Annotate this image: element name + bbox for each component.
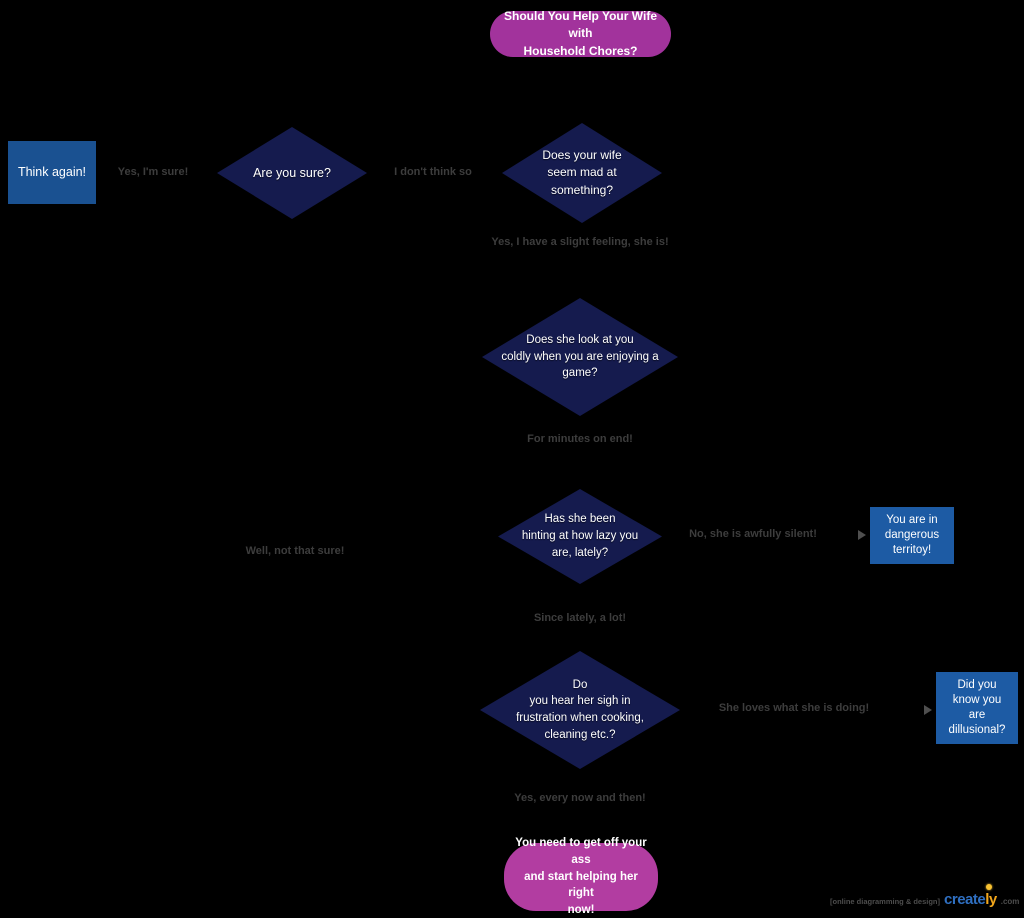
edge-label-for-minutes: For minutes on end! [527,433,633,445]
edge-label-slight-feeling: Yes, I have a slight feeling, she is! [491,236,669,248]
terminal-dangerous-territory: You are in dangerous territoy! [870,507,954,564]
edge-label-since-lately: Since lately, a lot! [533,612,627,624]
edge-label-she-loves: She loves what she is doing! [718,702,870,714]
edge-label-well-not-sure: Well, not that sure! [245,545,345,557]
arrowhead-icon [858,530,866,540]
edge-label-awfully-silent: No, she is awfully silent! [689,528,817,540]
start-node: Should You Help Your Wife with Household… [490,9,671,58]
terminal-dillusional: Did you know you are dillusional? [936,672,1018,744]
watermark-tagline: [online diagramming & design] [830,897,941,906]
terminal-think-again: Think again! [8,141,96,204]
edge-label-i-dont-think-so: I don't think so [394,166,472,178]
watermark-tld: .com [1000,897,1020,906]
lightbulb-icon [986,884,993,890]
arrowhead-icon [924,705,932,715]
end-node: You need to get off your ass and start h… [504,837,658,916]
edge-label-yes-im-sure: Yes, I'm sure! [117,166,189,178]
edge-label-every-now: Yes, every now and then! [514,792,646,804]
creately-logo-accent: ly [985,884,997,908]
creately-logo-text: create [944,891,986,908]
